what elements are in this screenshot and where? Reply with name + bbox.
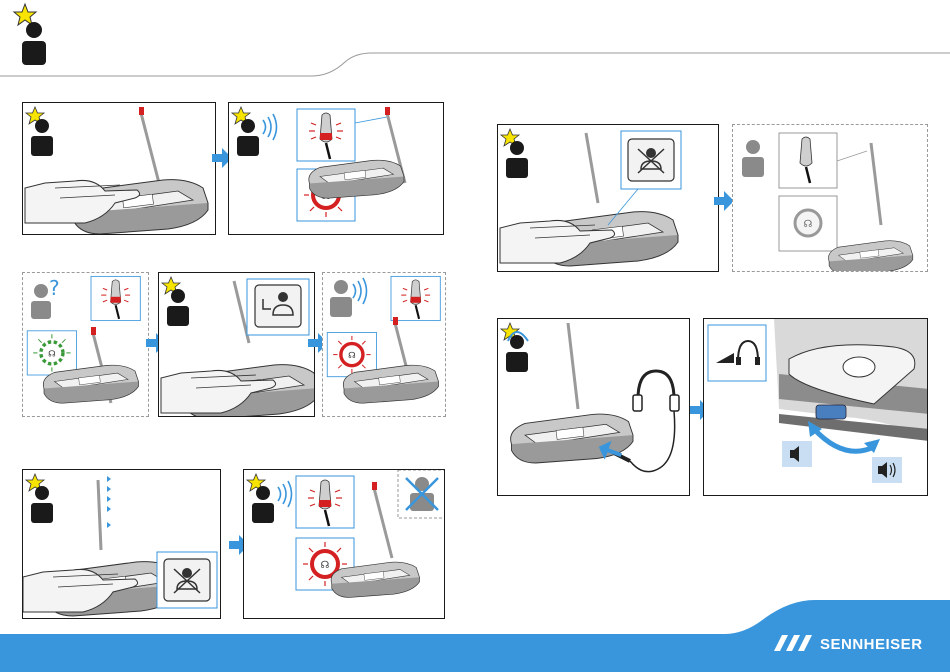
hand-pressing-button-icon (23, 103, 216, 235)
mic-ring-off-icon: ☊ (733, 125, 928, 272)
volume-low-icon (782, 441, 812, 467)
user-speaking-icon (229, 103, 444, 235)
panel-all-muted: ☊ (732, 124, 928, 272)
panel-chairman-speaking-others-muted (243, 469, 445, 619)
priority-mute-button-icon (23, 470, 221, 619)
panel-volume-adjust (703, 318, 928, 496)
chairman-headphone-icon (501, 323, 528, 372)
user-question-icon: ? (23, 273, 149, 417)
cancel-all-button-icon (498, 125, 719, 272)
chairman-user-star-icon (12, 2, 52, 68)
panel-chairman-press-button (22, 102, 216, 235)
panel-participant-request: ? (22, 272, 149, 417)
panel-chairman-cancel-all (497, 124, 719, 272)
user-muted-icon (406, 477, 438, 511)
brand-name: SENNHEISER (820, 636, 923, 653)
panel-headphone-connect (497, 318, 690, 496)
volume-high-icon (872, 457, 902, 483)
svg-text:?: ? (49, 276, 60, 300)
sennheiser-logo-icon (772, 633, 814, 653)
panel-participant-speaking (322, 272, 446, 417)
headphones-icon (498, 319, 690, 496)
panel-chairman-speaking (228, 102, 444, 235)
header-bar (0, 0, 950, 80)
panel-chairman-next-speaker (158, 272, 315, 417)
svg-text:☊: ☊ (804, 219, 813, 230)
next-speaker-button-icon (159, 273, 315, 417)
headphone-volume-icon (704, 319, 928, 496)
panel-chairman-priority-mute (22, 469, 221, 619)
user-speaking-icon (244, 470, 445, 619)
user-speaking-icon (323, 273, 446, 417)
